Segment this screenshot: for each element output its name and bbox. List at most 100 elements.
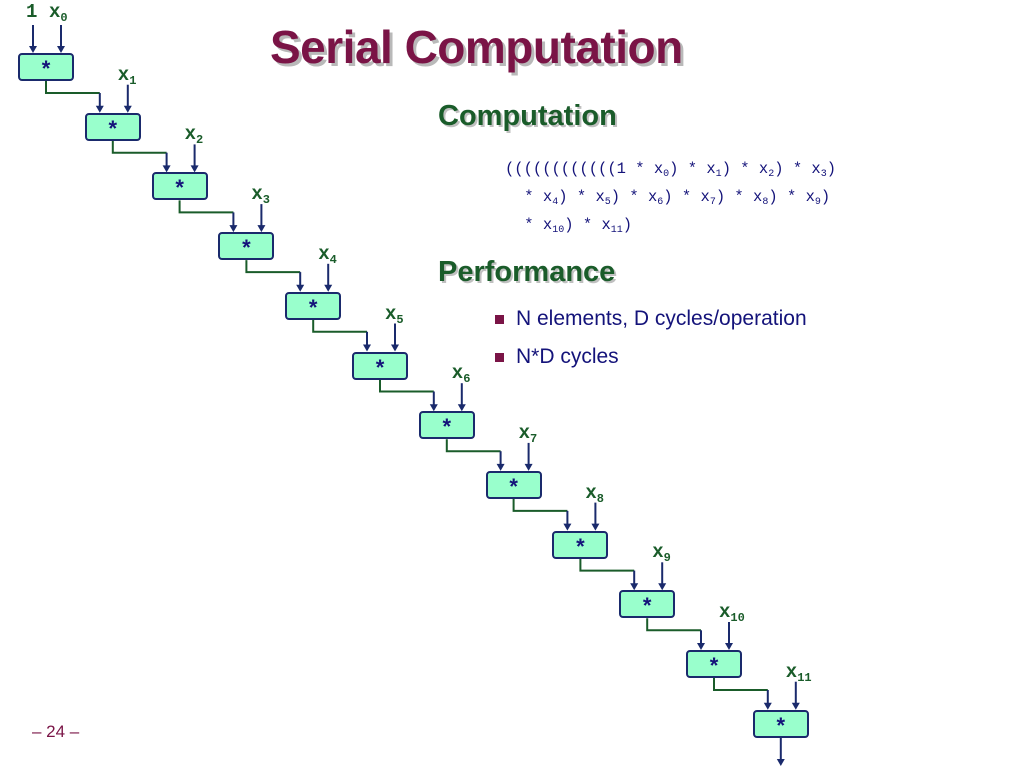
chain-wire <box>312 319 367 333</box>
input-label: x6 <box>452 363 471 387</box>
input-label-subscript: 1 <box>129 73 137 88</box>
input-arrow-head <box>324 284 333 292</box>
input-arrow-head <box>391 344 399 352</box>
input-label-text: x <box>652 541 664 564</box>
expression-subscript: 0 <box>663 169 670 180</box>
input-label-text: x <box>49 1 61 23</box>
input-label: x9 <box>652 541 671 564</box>
initial-one-label: 1 <box>26 1 38 23</box>
page-number: – 24 – <box>32 722 80 741</box>
input-label: x8 <box>585 481 604 506</box>
input-label: x7 <box>518 421 538 446</box>
multiplier-box: * <box>552 530 609 559</box>
input-arrow-head <box>524 463 533 471</box>
input-label: x1 <box>118 65 137 88</box>
chain-wire <box>512 498 568 512</box>
chain-arrow-head <box>496 463 505 471</box>
multiplier-box: * <box>218 232 275 261</box>
input-label-text: x <box>785 660 798 683</box>
input-label: x10 <box>719 602 745 625</box>
chain-arrow-head <box>763 702 772 710</box>
multiplier-box: * <box>84 112 141 141</box>
multiplier-box: * <box>752 709 809 738</box>
chain-arrow-head <box>563 523 572 531</box>
multiplier-box: * <box>619 590 676 619</box>
multiplier-box: * <box>686 650 742 678</box>
expression-text: ((((((((((((1 * x <box>505 160 664 178</box>
input-arrow-head <box>791 702 800 710</box>
bullet-text: N*D cycles <box>516 345 619 368</box>
chain-wire <box>111 140 167 154</box>
input-label-subscript: 10 <box>730 611 745 625</box>
input-arrow-head <box>257 225 266 233</box>
chain-wire <box>713 678 768 691</box>
expression-subscript: 11 <box>610 225 623 236</box>
input-label-subscript: 11 <box>797 670 812 685</box>
input-label-subscript: 5 <box>396 312 404 327</box>
chain-arrow-head <box>630 583 639 591</box>
input-label: x11 <box>785 660 812 685</box>
expression-text: ) * x <box>721 160 769 178</box>
chain-wire <box>45 81 100 94</box>
input-arrow-head <box>190 165 199 173</box>
chain-arrow-head <box>363 344 371 352</box>
bullet-square-icon <box>495 314 504 324</box>
chain-arrow-head <box>429 404 438 412</box>
input-label-subscript: 3 <box>262 193 270 208</box>
input-label-subscript: 0 <box>60 11 68 25</box>
expression-subscript: 3 <box>820 169 827 180</box>
input-label-subscript: 7 <box>530 431 538 446</box>
input-label-subscript: 8 <box>596 491 604 506</box>
input-label-subscript: 6 <box>463 372 471 387</box>
expression-subscript: 7 <box>709 197 716 208</box>
input-label-text: x <box>318 242 330 265</box>
chain-arrow-head <box>697 643 705 650</box>
chain-arrow-head <box>162 165 171 173</box>
computation-heading: Computation <box>438 100 617 132</box>
expression-subscript: 8 <box>762 197 769 208</box>
input-arrow-head <box>123 105 132 113</box>
chain-arrow-head <box>229 225 238 233</box>
expression-text: ) <box>622 216 633 234</box>
chain-wire <box>646 618 701 632</box>
expression-subscript: 9 <box>814 197 821 208</box>
multiplier-box: * <box>18 53 74 81</box>
expression-text: ) * x <box>558 188 605 206</box>
chain-wire <box>245 260 301 274</box>
computation-expression: ((((((((((((1 * x0) * x1) * x2) * x3) * … <box>505 155 1005 239</box>
input-label: x3 <box>251 183 270 208</box>
expression-subscript: 1 <box>715 169 722 180</box>
input-label-text: x <box>251 183 263 206</box>
input-arrow-head <box>457 404 466 412</box>
expression-text: ) <box>820 188 831 206</box>
expression-text: * x <box>515 216 553 234</box>
expression-subscript: 2 <box>768 169 775 180</box>
bullet-text: N elements, D cycles/operation <box>516 307 807 330</box>
expression-subscript: 10 <box>552 225 565 236</box>
expression-subscript: 6 <box>657 197 664 208</box>
multiplier-box: * <box>418 411 475 440</box>
input-arrow-head <box>725 643 733 650</box>
expression-text: ) * x <box>610 188 658 206</box>
expression-text: ) * x <box>669 160 716 178</box>
input-arrow-head <box>658 583 667 591</box>
expression-line: * x10) * x11) <box>505 211 1005 239</box>
chain-arrow-head <box>95 105 104 113</box>
expression-text: ) * x <box>768 188 815 206</box>
chain-wire <box>178 200 234 214</box>
chain-arrow-head <box>296 284 305 292</box>
input-label-text: x <box>518 421 530 444</box>
expression-text: ) * x <box>564 216 611 234</box>
multiplier-box: * <box>151 172 208 201</box>
chain-wire <box>445 439 501 453</box>
input-arrow-head <box>591 523 600 531</box>
input-label-text: x <box>585 481 597 504</box>
expression-text: ) * x <box>715 188 763 206</box>
performance-heading: Performance <box>438 256 616 288</box>
input-label-text: x <box>385 302 397 325</box>
input-label: x4 <box>318 242 337 266</box>
bullet-square-icon <box>495 352 504 362</box>
expression-text: ) * x <box>774 160 821 178</box>
input-arrow-head <box>57 46 65 53</box>
